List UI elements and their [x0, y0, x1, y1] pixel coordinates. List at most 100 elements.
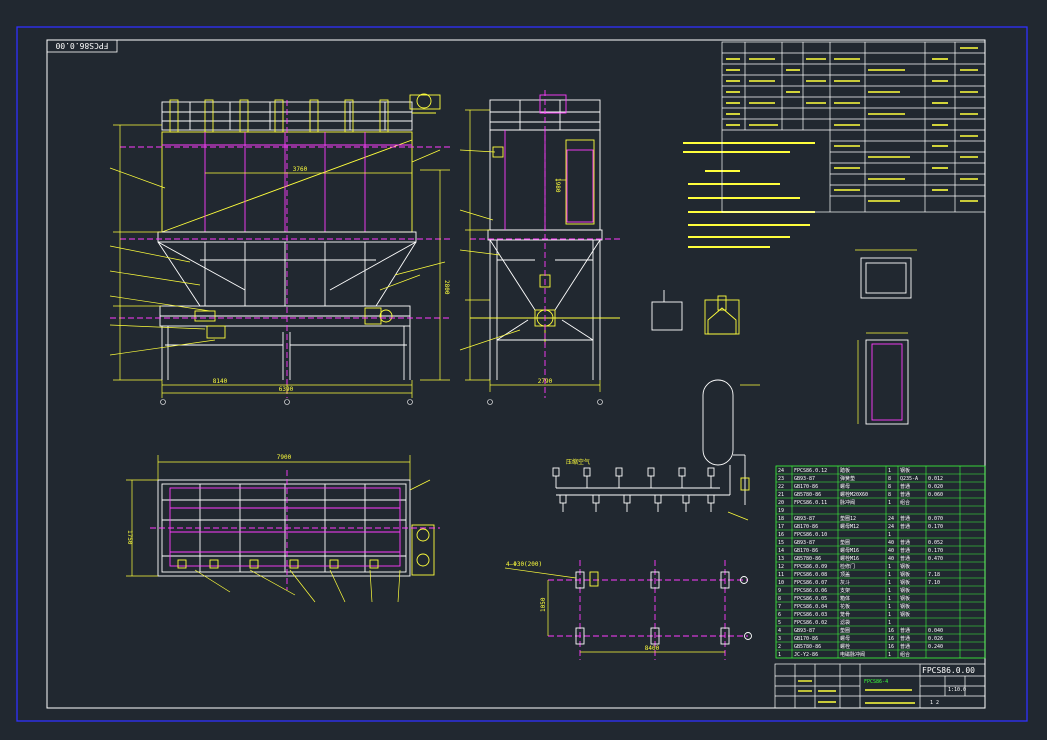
parts-cell: 0.040	[928, 628, 943, 634]
parts-cell: 1	[888, 564, 891, 570]
parts-cell: 16	[888, 636, 894, 642]
parts-cell: 钢板	[900, 611, 910, 618]
parts-cell: 1	[888, 532, 891, 538]
parts-cell: 1	[888, 500, 891, 506]
parts-cell: 箱体	[840, 595, 850, 602]
parts-cell: FPCS86.0.06	[794, 588, 827, 594]
parts-cell: 1	[888, 604, 891, 610]
plan-view: 7900 1750	[126, 454, 440, 603]
parts-cell: 垫圈12	[840, 515, 856, 522]
parts-cell: 0.470	[928, 556, 943, 562]
parts-cell: GB93-87	[794, 628, 815, 634]
piping-diagram: 压缩空气	[552, 379, 760, 521]
parts-cell: 8	[888, 476, 891, 482]
parts-cell: 普通	[900, 547, 910, 554]
parts-cell: 0.052	[928, 540, 943, 546]
parts-cell: 1	[888, 596, 891, 602]
parts-cell: 钢板	[900, 603, 910, 610]
parts-cell: 灰斗	[840, 579, 850, 586]
parts-cell: 16	[888, 628, 894, 634]
parts-cell: 10	[778, 580, 784, 586]
parts-cell: 螺栓	[840, 643, 850, 650]
parts-cell: 13	[778, 556, 784, 562]
parts-cell: 普通	[900, 555, 910, 562]
parts-cell: 滤袋	[840, 619, 850, 626]
parts-cell: GB170-86	[794, 484, 818, 490]
parts-cell: 1	[888, 572, 891, 578]
parts-cell: 1	[888, 588, 891, 594]
parts-cell: 普通	[900, 491, 910, 498]
parts-cell: 20	[778, 500, 784, 506]
parts-cell: GB170-86	[794, 636, 818, 642]
parts-cell: 8	[888, 492, 891, 498]
side-dim-width: 1980	[554, 178, 561, 193]
parts-cell: 0.060	[928, 492, 943, 498]
parts-cell: 电磁脉冲阀	[840, 651, 865, 658]
parts-cell: 钢板	[900, 587, 910, 594]
parts-cell: 钢板	[900, 595, 910, 602]
plan-dim-width: 1750	[126, 530, 133, 545]
anchor-dim-a: 1050	[540, 597, 547, 612]
parts-cell: 螺栓M16	[840, 555, 859, 562]
title-sheet: 1 2	[930, 700, 939, 706]
parts-cell: 0.240	[928, 644, 943, 650]
parts-cell: 24	[888, 524, 894, 530]
front-dim-side: 2800	[443, 280, 450, 295]
parts-cell: 笼骨	[840, 611, 850, 618]
anchor-label: 4—Φ30(200)	[506, 561, 542, 568]
parts-cell: 0.170	[928, 524, 943, 530]
parts-cell: 钢板	[900, 467, 910, 474]
parts-cell: 弹簧垫	[840, 475, 855, 482]
title-block: FPCS86.0.00 FPCS86-4 1:10.0 1 2	[774, 663, 986, 709]
drawing-number-top: FPCS86.0.00	[55, 41, 108, 50]
parts-cell: 顶盖	[840, 571, 850, 578]
parts-cell: 21	[778, 492, 784, 498]
parts-cell: 钢板	[900, 563, 910, 570]
front-dim-top: 3760	[293, 166, 308, 173]
parts-cell: 踏板	[840, 467, 850, 474]
parts-cell: 普通	[900, 539, 910, 546]
parts-cell: 12	[778, 564, 784, 570]
parts-cell: 5	[778, 620, 781, 626]
parts-cell: 8	[778, 596, 781, 602]
parts-cell: 脉冲阀	[840, 499, 855, 506]
parts-cell: 检修门	[840, 563, 855, 570]
parts-cell: 16	[888, 644, 894, 650]
parts-cell: 螺栓M20X60	[840, 491, 868, 498]
parts-cell: 2	[778, 644, 781, 650]
anchor-dim-b: 8400	[645, 645, 660, 652]
parts-cell: 普通	[900, 643, 910, 650]
parts-cell: 1	[888, 612, 891, 618]
parts-cell: FPCS86.0.09	[794, 564, 827, 570]
parts-cell: 23	[778, 476, 784, 482]
parts-cell: 普通	[900, 483, 910, 490]
parts-cell: FPCS86.0.11	[794, 500, 827, 506]
parts-cell: 11	[778, 572, 784, 578]
parts-cell: FPCS86.0.07	[794, 580, 827, 586]
parts-cell: JC-Y2-86	[794, 652, 818, 658]
side-dim-base: 2790	[538, 378, 553, 385]
parts-cell: 17	[778, 524, 784, 530]
parts-cell: 垫圈	[840, 539, 850, 546]
detail-views	[651, 249, 917, 425]
parts-cell: 19	[778, 508, 784, 514]
parts-cell: 0.026	[928, 636, 943, 642]
parts-cell: 1	[888, 468, 891, 474]
parts-cell: 支架	[840, 587, 850, 594]
spec-table	[721, 41, 986, 213]
parts-cell: GB93-87	[794, 516, 815, 522]
drawing-frames: FPCS86.0.00	[16, 26, 1028, 722]
parts-cell: 垫圈	[840, 627, 850, 634]
parts-cell: FPCS86.0.04	[794, 604, 827, 610]
parts-cell: 组合	[900, 499, 910, 506]
parts-cell: 螺母	[840, 635, 850, 642]
parts-cell: 22	[778, 484, 784, 490]
parts-cell: 普通	[900, 627, 910, 634]
parts-cell: 1	[888, 580, 891, 586]
parts-cell: 8	[888, 484, 891, 490]
parts-cell: 普通	[900, 635, 910, 642]
parts-cell: GB5780-86	[794, 492, 821, 498]
parts-cell: 18	[778, 516, 784, 522]
